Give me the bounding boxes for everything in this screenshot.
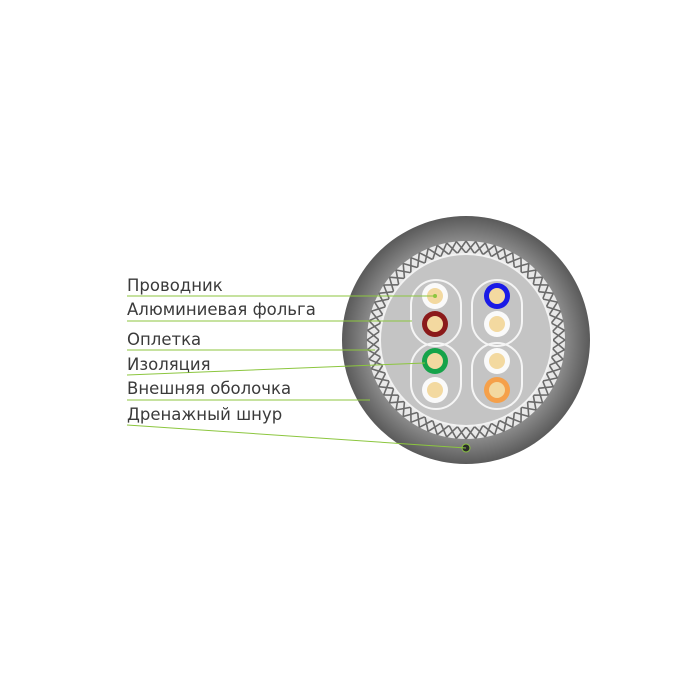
label-aluminum-foil: Алюминиевая фольга xyxy=(127,300,316,319)
braid-strand xyxy=(410,256,426,265)
label-insulation: Изоляция xyxy=(127,355,211,374)
braid-strand xyxy=(368,347,380,360)
braid-strand xyxy=(493,245,501,260)
braid-strand xyxy=(395,395,400,411)
leader-line-drain xyxy=(126,424,467,449)
label-braid: Оплетка xyxy=(127,330,202,349)
braid-strand xyxy=(514,411,530,418)
braid-strand xyxy=(475,241,484,256)
braid-strand xyxy=(506,415,522,424)
leader-lines xyxy=(126,295,467,449)
label-outer-jacket: Внешняя оболочка xyxy=(127,379,292,398)
braid-strand xyxy=(424,416,429,432)
braid-strand xyxy=(552,320,564,333)
braid-strand xyxy=(388,388,395,404)
braid-strand xyxy=(511,252,516,268)
pair-2 xyxy=(484,283,510,337)
braid-strand xyxy=(526,263,530,279)
braid-strand xyxy=(402,401,406,417)
braid-strand xyxy=(550,349,565,358)
braid-strand xyxy=(465,240,476,254)
braid-strand xyxy=(498,419,514,429)
braid-strand xyxy=(521,406,537,411)
pair-outline-4 xyxy=(471,342,523,410)
foil-core xyxy=(379,253,553,427)
braid-strand xyxy=(418,251,434,261)
conductor-core xyxy=(489,288,505,304)
braid-strand xyxy=(538,385,554,390)
pair-outline-1 xyxy=(410,279,462,347)
braid-strand xyxy=(446,242,459,254)
label-conductor: Проводник xyxy=(127,276,223,295)
pair-3 xyxy=(422,348,448,403)
braid-strand xyxy=(455,240,467,254)
leader-dot xyxy=(433,294,437,298)
conductor-core xyxy=(427,316,443,332)
conductor-core xyxy=(489,316,505,332)
braid-strand xyxy=(366,330,380,341)
braid-strand xyxy=(382,380,391,396)
braid-strand xyxy=(378,290,394,295)
braid-strand xyxy=(427,247,442,258)
braid-strand xyxy=(546,367,561,375)
braid-strand xyxy=(541,284,550,300)
braid-strand xyxy=(436,244,450,256)
braid-strand xyxy=(550,310,562,324)
braid-strand xyxy=(370,356,382,370)
braid-strand xyxy=(537,276,544,292)
label-drain-wire: Дренажный шнур xyxy=(127,405,283,424)
braid-strand xyxy=(542,377,558,382)
braid-strand xyxy=(465,426,477,440)
braid-strand xyxy=(503,248,508,264)
braid-strand xyxy=(402,262,418,269)
braid-strand xyxy=(482,424,496,436)
leader-line-insulation xyxy=(126,362,426,376)
braid-strand xyxy=(552,329,566,341)
braid-strand xyxy=(368,314,384,322)
pair-outline-2 xyxy=(471,279,523,347)
braid-strand xyxy=(366,339,380,351)
pair-4 xyxy=(484,348,510,403)
pair-outline-3 xyxy=(410,342,462,410)
braid-strand xyxy=(371,305,386,313)
braid-strand xyxy=(545,292,555,308)
braid-strand xyxy=(440,422,448,438)
braid-strand xyxy=(532,269,537,285)
braid-strand xyxy=(456,426,467,440)
braid-strand xyxy=(377,372,387,388)
braid-strand xyxy=(374,298,390,303)
braid-strand xyxy=(527,400,543,404)
conductor-core xyxy=(427,382,443,398)
braid-strand xyxy=(548,301,559,316)
conductor-core xyxy=(427,353,443,369)
braid-strand xyxy=(395,269,411,274)
conductor-core xyxy=(489,353,505,369)
braid-strand xyxy=(473,426,486,438)
braid-strand xyxy=(484,242,492,258)
braid-strand xyxy=(548,358,564,366)
braid-strand xyxy=(373,364,384,379)
braid-pattern xyxy=(366,240,566,440)
braid-strand xyxy=(490,422,505,433)
braid-strand xyxy=(448,424,457,439)
braid-strand xyxy=(389,276,405,280)
braid-strand xyxy=(367,322,382,331)
braid-strand xyxy=(416,412,421,428)
braid-strand xyxy=(552,339,566,350)
conductor-core xyxy=(489,382,505,398)
braid-strand xyxy=(431,420,439,435)
